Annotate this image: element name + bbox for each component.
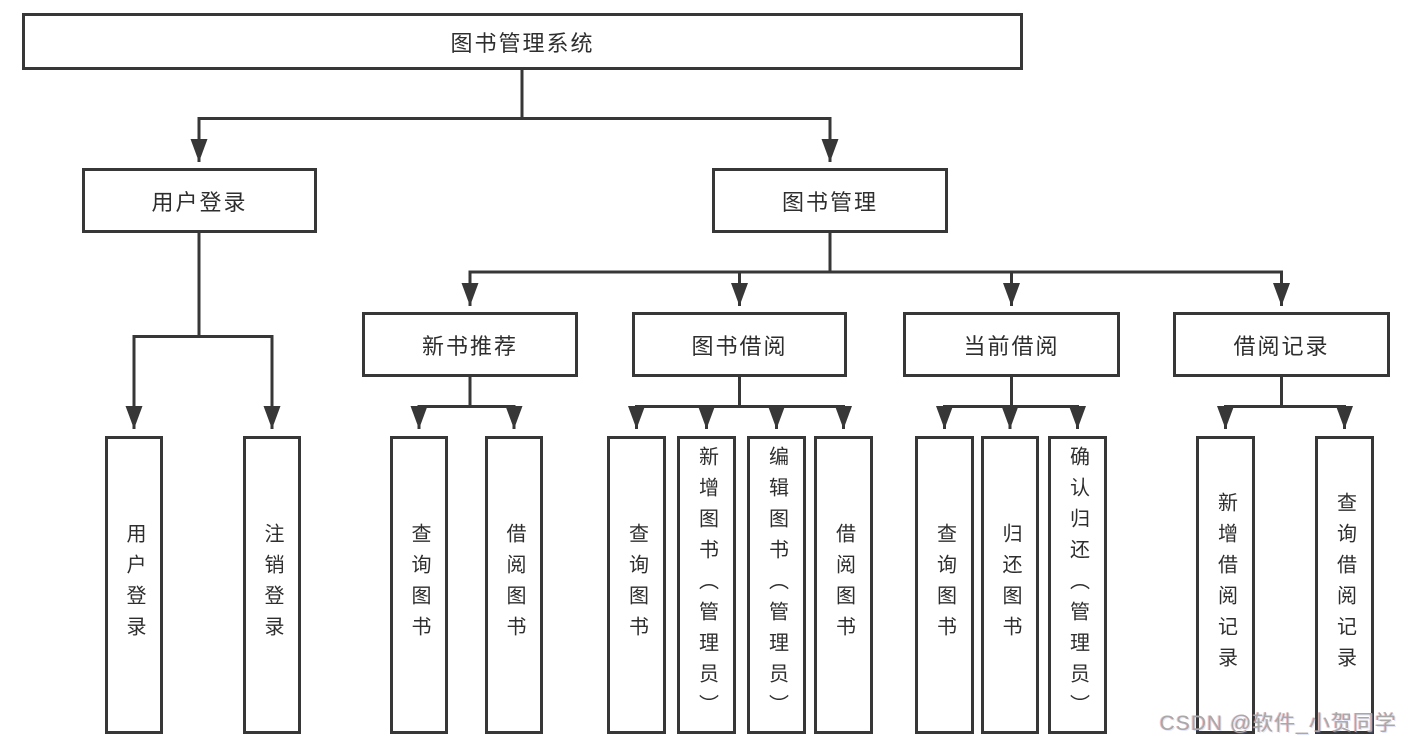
node-edit-books-admin: 编辑图书（管理员） <box>747 436 806 734</box>
node-label: 新增借阅记录 <box>1214 492 1237 678</box>
node-new-book-recommendation: 新书推荐 <box>362 312 578 377</box>
node-label: 确认归还（管理员） <box>1066 445 1089 725</box>
node-add-books-admin: 新增图书（管理员） <box>677 436 736 734</box>
node-confirm-return-admin: 确认归还（管理员） <box>1048 436 1107 734</box>
node-label: 图书借阅 <box>691 333 788 359</box>
node-label: 查询图书 <box>408 523 430 647</box>
node-label: 图书管理 <box>781 189 878 215</box>
node-borrowing-records: 借阅记录 <box>1173 312 1390 377</box>
node-label: 查询图书 <box>933 523 956 647</box>
node-user-login-action: 用户登录 <box>105 436 163 734</box>
node-label: 注销登录 <box>261 523 283 647</box>
node-label: 归还图书 <box>999 523 1021 647</box>
node-label: 新增图书（管理员） <box>695 445 718 725</box>
node-label: 借阅记录 <box>1233 333 1330 359</box>
node-query-borrow-record: 查询借阅记录 <box>1315 436 1374 734</box>
node-label: 查询图书 <box>625 523 648 647</box>
node-label: 查询借阅记录 <box>1333 492 1356 678</box>
node-label: 当前借阅 <box>963 333 1060 359</box>
node-label: 用户登录 <box>151 189 248 215</box>
node-label: 借阅图书 <box>503 523 525 647</box>
node-label: 借阅图书 <box>832 523 855 647</box>
node-user-login: 用户登录 <box>82 168 317 233</box>
node-current-borrowing: 当前借阅 <box>903 312 1120 377</box>
node-book-management: 图书管理 <box>712 168 948 233</box>
csdn-watermark: CSDN @软件_小贺同学 <box>1159 712 1397 735</box>
node-label: 编辑图书（管理员） <box>765 445 788 725</box>
node-borrow-books-borrowing: 借阅图书 <box>814 436 873 734</box>
node-label: 用户登录 <box>123 523 145 647</box>
node-query-books-current: 查询图书 <box>915 436 974 734</box>
node-book-borrowing: 图书借阅 <box>632 312 847 377</box>
node-label: 新书推荐 <box>421 333 518 359</box>
node-library-management-system: 图书管理系统 <box>22 13 1023 70</box>
node-query-books-borrowing: 查询图书 <box>607 436 666 734</box>
node-borrow-books-recommend: 借阅图书 <box>485 436 543 734</box>
node-query-books-recommend: 查询图书 <box>390 436 448 734</box>
node-logout: 注销登录 <box>243 436 301 734</box>
node-add-borrow-record: 新增借阅记录 <box>1196 436 1255 734</box>
node-label: 图书管理系统 <box>450 30 595 56</box>
node-return-books: 归还图书 <box>981 436 1039 734</box>
